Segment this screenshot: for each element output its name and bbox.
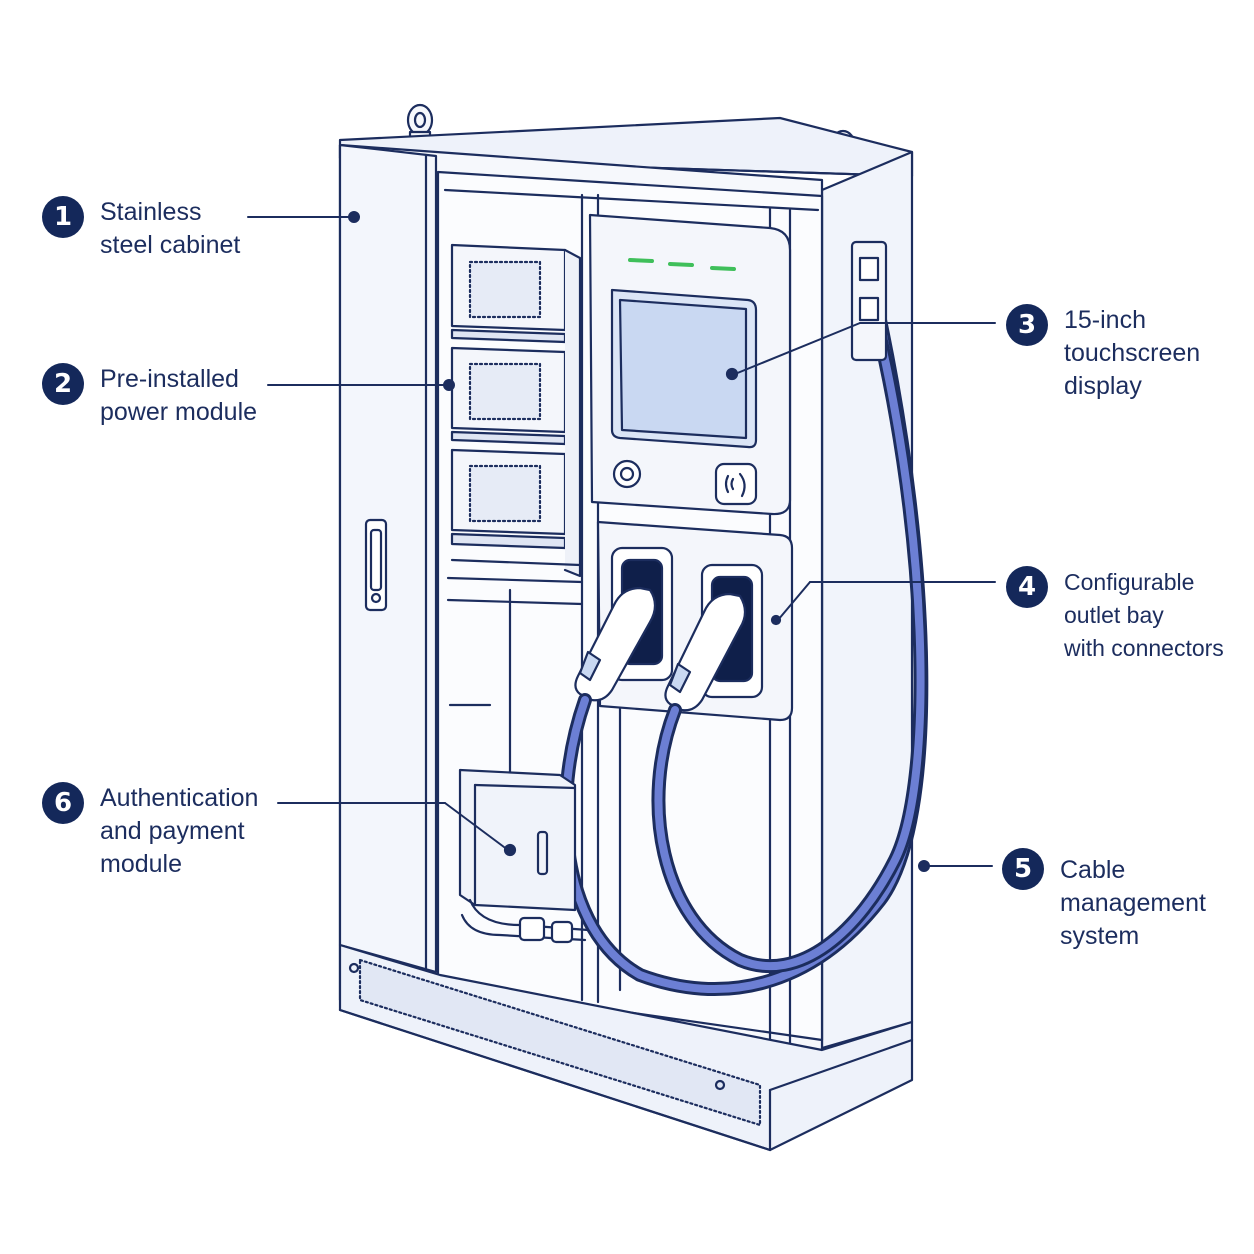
leader-lines bbox=[247, 211, 996, 872]
power-module-stack bbox=[450, 243, 582, 578]
callout-1: 1 Stainless steel cabinet bbox=[42, 196, 240, 262]
display-panel bbox=[588, 213, 792, 516]
callout-number: 2 bbox=[42, 363, 84, 405]
callout-2: 2 Pre-installed power module bbox=[42, 363, 257, 429]
callout-3: 3 15-inch touchscreen display bbox=[1006, 304, 1200, 403]
callout-label: Authentication and payment module bbox=[100, 784, 259, 878]
power-button-icon bbox=[612, 459, 642, 489]
callout-label: 15-inch touchscreen display bbox=[1064, 306, 1201, 400]
callout-label: Pre-installed power module bbox=[100, 365, 258, 426]
payment-module-box bbox=[458, 768, 590, 944]
charging-connector bbox=[574, 586, 747, 712]
cabinet-door bbox=[338, 143, 438, 974]
callout-6: 6 Authentication and payment module bbox=[42, 782, 258, 881]
cabinet-plinth bbox=[338, 943, 914, 1152]
callout-label: Cable management system bbox=[1060, 856, 1206, 950]
callout-number: 3 bbox=[1006, 304, 1048, 346]
callout-label: Stainless steel cabinet bbox=[100, 198, 241, 259]
callout-label: Configurable outlet bay with connectors bbox=[1064, 569, 1224, 661]
callout-number: 1 bbox=[42, 196, 84, 238]
status-leds bbox=[628, 258, 736, 271]
callout-number: 6 bbox=[42, 782, 84, 824]
contactless-icon bbox=[714, 462, 758, 506]
callout-4: 4 Configurable outlet bay with connector… bbox=[1006, 566, 1224, 665]
callout-5: 5 Cable management system bbox=[1002, 848, 1206, 953]
callout-number: 5 bbox=[1002, 848, 1044, 890]
callout-number: 4 bbox=[1006, 566, 1048, 608]
